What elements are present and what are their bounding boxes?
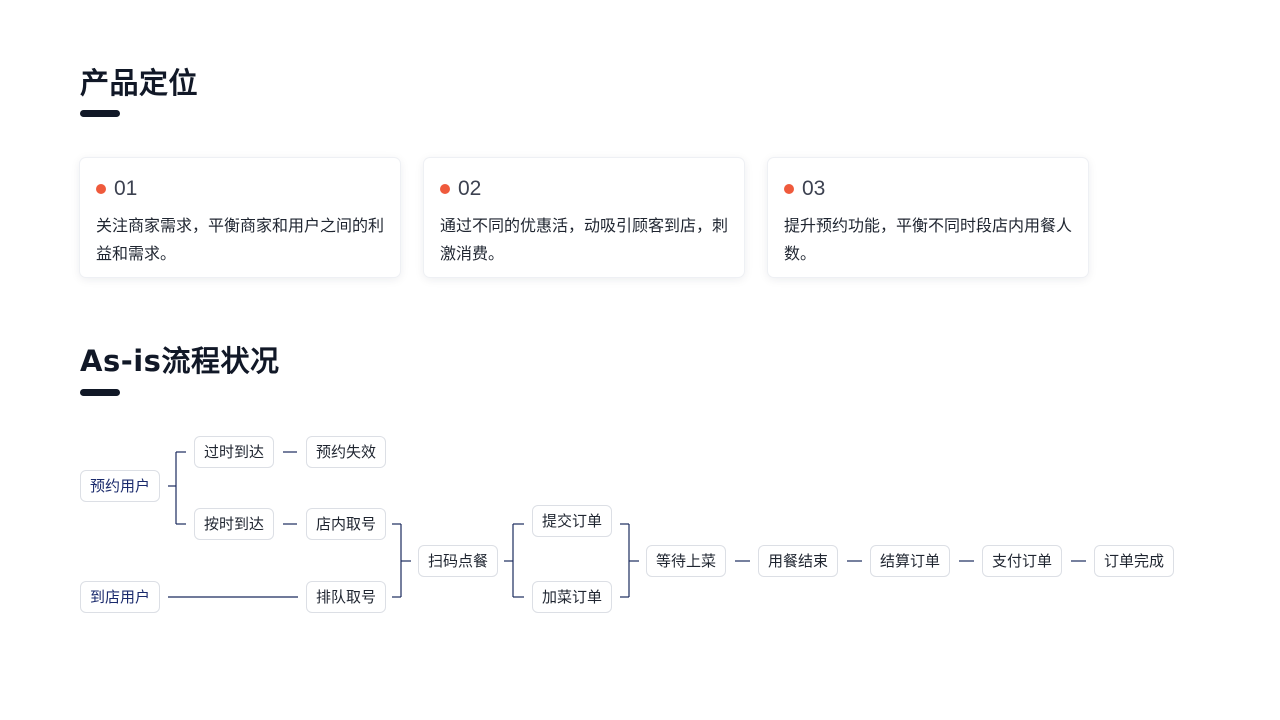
node-add-order: 加菜订单 [532,581,612,613]
positioning-card-3: 03 提升预约功能，平衡不同时段店内用餐人数。 [768,158,1088,277]
node-order-complete: 订单完成 [1094,545,1174,577]
node-meal-finish: 用餐结束 [758,545,838,577]
node-wait-food: 等待上菜 [646,545,726,577]
card-number: 03 [802,177,826,200]
node-settle-order: 结算订单 [870,545,950,577]
positioning-card-2: 02 通过不同的优惠活，动吸引顾客到店，刺激消费。 [424,158,744,277]
node-scan-order: 扫码点餐 [418,545,498,577]
process-title-underline [80,389,120,396]
bullet-dot-icon [96,184,106,194]
card-text: 通过不同的优惠活，动吸引顾客到店，刺激消费。 [440,216,729,263]
process-title: As-is流程状况 [80,344,280,378]
bullet-dot-icon [784,184,794,194]
card-number: 01 [114,177,138,200]
node-queue-number: 排队取号 [306,581,386,613]
card-number: 02 [458,177,482,200]
node-pay-order: 支付订单 [982,545,1062,577]
positioning-card-1: 01 关注商家需求，平衡商家和用户之间的利益和需求。 [80,158,400,277]
node-reservation-failed: 预约失效 [306,436,386,468]
node-ontime-arrival: 按时到达 [194,508,274,540]
positioning-title-underline [80,110,120,117]
node-submit-order: 提交订单 [532,505,612,537]
node-instore-number: 店内取号 [306,508,386,540]
card-text: 提升预约功能，平衡不同时段店内用餐人数。 [784,216,1073,263]
bullet-dot-icon [440,184,450,194]
node-late-arrival: 过时到达 [194,436,274,468]
card-text: 关注商家需求，平衡商家和用户之间的利益和需求。 [96,216,385,263]
positioning-title: 产品定位 [80,66,199,100]
node-reservation-user: 预约用户 [80,470,160,502]
node-walkin-user: 到店用户 [80,581,160,613]
